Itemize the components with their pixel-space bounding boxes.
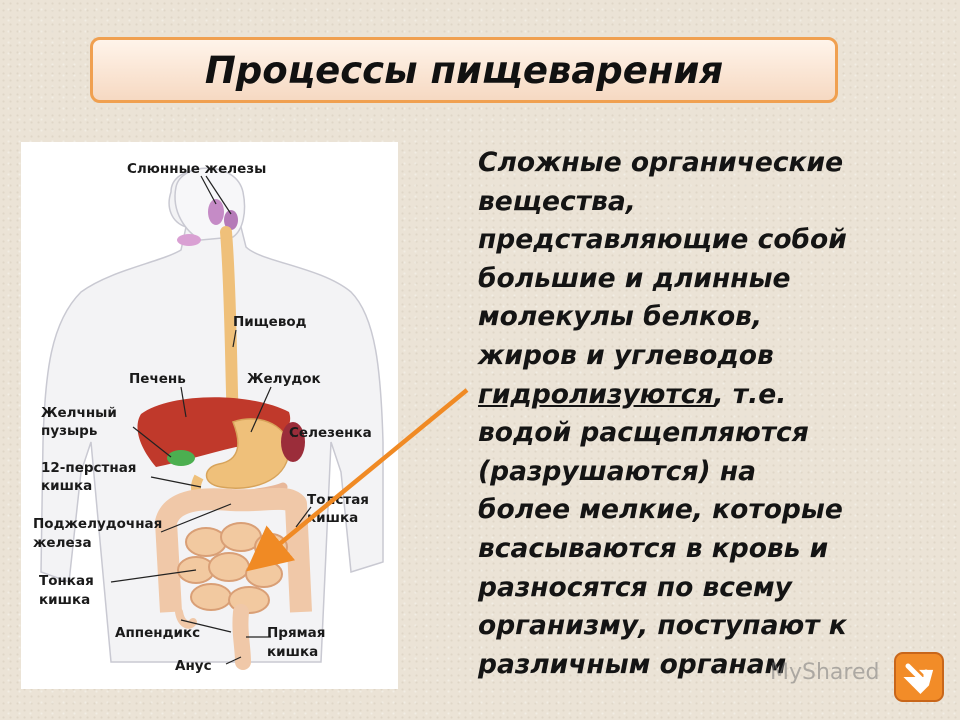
- label-gallbladder-line1: Желчный: [41, 405, 117, 421]
- slide-title: Процессы пищеварения: [204, 48, 724, 92]
- tongue-shape: [177, 234, 201, 246]
- digestive-system-figure: Слюнные железы Пищевод Печень Желудок Же…: [21, 142, 398, 689]
- label-spleen: Селезенка: [289, 425, 372, 441]
- esophagus-shape: [220, 226, 239, 428]
- label-colon-line1: Толстая: [307, 492, 369, 508]
- label-appendix: Аппендикс: [115, 625, 200, 641]
- gallbladder-shape: [167, 450, 195, 466]
- digestive-system-illustration: Слюнные железы Пищевод Печень Желудок Же…: [33, 161, 384, 674]
- body-line: водой расщепляются: [478, 417, 809, 449]
- salivary-gland-shape: [208, 199, 224, 225]
- body-line: вещества,: [478, 185, 636, 217]
- body-line: организму, поступают к: [478, 610, 847, 642]
- body-line: молекулы белков,: [478, 301, 763, 333]
- label-pancreas-line1: Поджелудочная: [33, 516, 162, 532]
- label-rectum-line1: Прямая: [267, 625, 325, 641]
- rectum-shape: [232, 604, 251, 670]
- return-navigation-button[interactable]: [894, 652, 944, 702]
- label-esophagus: Пищевод: [233, 314, 307, 330]
- slide-title-box: Процессы пищеварения: [90, 37, 838, 103]
- label-stomach: Желудок: [247, 371, 321, 387]
- label-small-intestine-line2: кишка: [39, 592, 90, 608]
- body-line: всасываются в кровь и: [478, 532, 829, 564]
- return-arrow-icon: [894, 652, 944, 702]
- label-duodenum-line1: 12-перстная: [41, 460, 136, 476]
- label-gallbladder-line2: пузырь: [41, 423, 97, 439]
- body-line: различным органам: [478, 648, 787, 680]
- label-liver: Печень: [129, 371, 186, 387]
- slide-body-text: Сложные органические вещества, представл…: [478, 144, 948, 684]
- label-small-intestine-line1: Тонкая: [39, 573, 94, 589]
- watermark: MyShared: [770, 660, 880, 685]
- label-salivary-glands: Слюнные железы: [127, 161, 266, 177]
- label-colon-line2: кишка: [307, 510, 358, 526]
- body-line: Сложные органические: [478, 147, 844, 178]
- label-rectum-line2: кишка: [267, 644, 318, 660]
- body-line: жиров и углеводов: [478, 339, 774, 371]
- body-line: (разрушаются) на: [478, 455, 757, 487]
- hydrolysis-term: гидролизуются: [478, 378, 714, 410]
- salivary-gland-shape: [224, 210, 238, 230]
- label-duodenum-line2: кишка: [41, 478, 92, 494]
- body-line: большие и длинные: [478, 262, 791, 294]
- body-line: представляющие собой: [478, 224, 847, 256]
- label-pancreas-line2: железа: [33, 535, 92, 551]
- body-line: разносятся по всему: [478, 571, 792, 603]
- liver-shape: [137, 397, 291, 467]
- body-line: более мелкие, которые: [478, 494, 843, 526]
- body-line: гидролизуются, т.е.: [478, 378, 787, 410]
- label-anus: Анус: [175, 658, 212, 674]
